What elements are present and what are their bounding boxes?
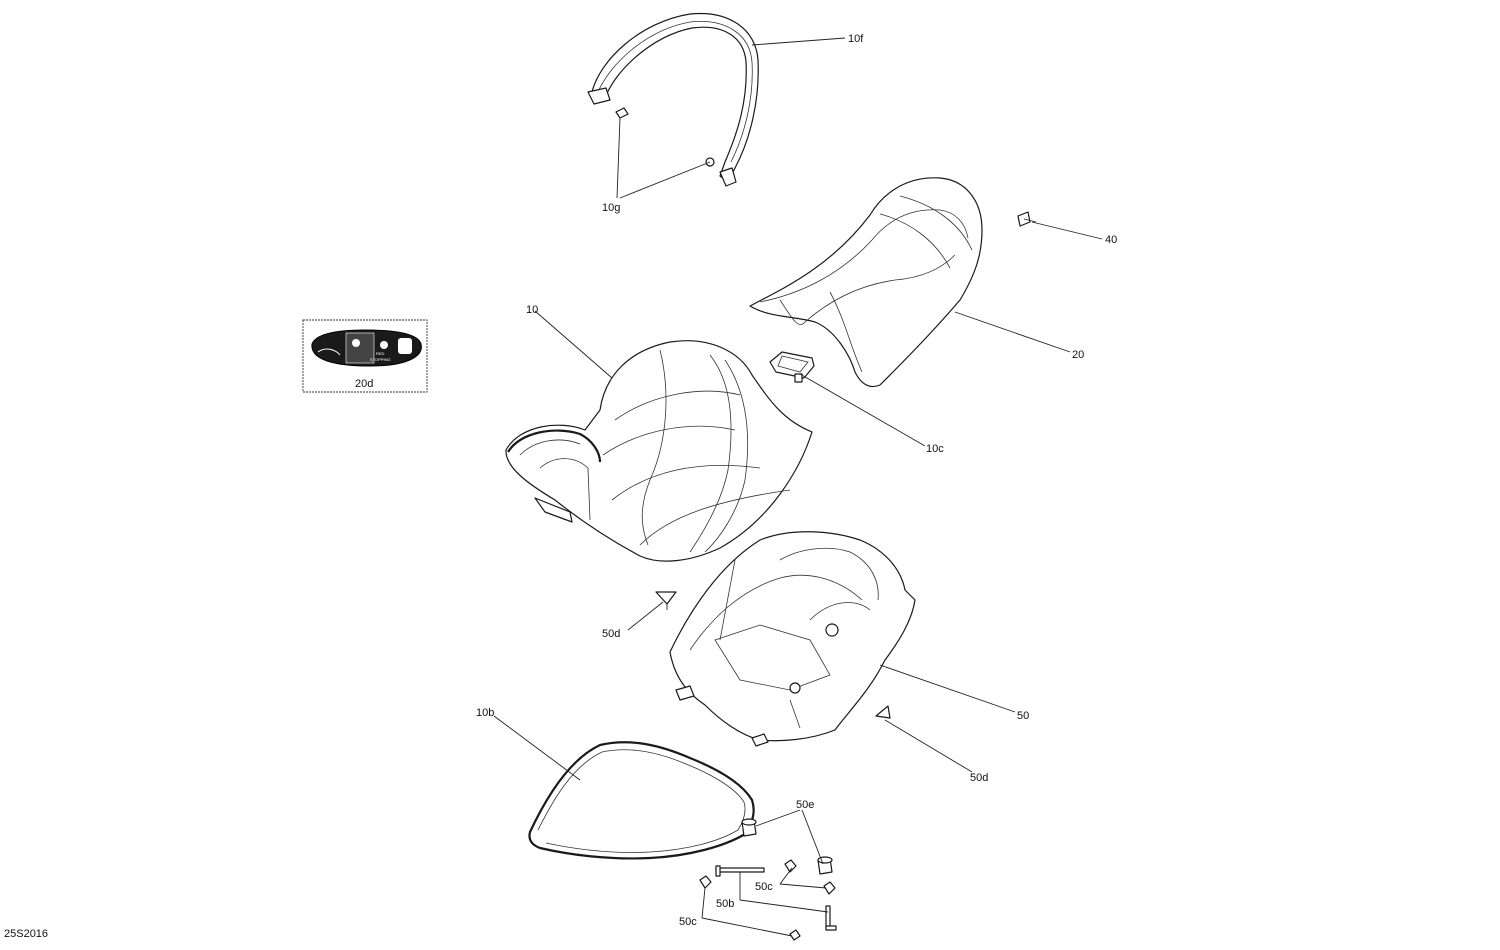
rod-50b-upper: [715, 865, 765, 877]
callout-20d: 20d: [355, 378, 373, 390]
storage-bin-part: [669, 531, 916, 747]
rear-seat-part: [749, 177, 983, 388]
callout-40: 40: [1105, 234, 1117, 246]
nut-50c-left: [699, 875, 712, 889]
nut-50c-upper: [784, 859, 797, 873]
screw-part: [1017, 211, 1037, 227]
seal-gasket-part: [528, 741, 755, 860]
latch-bracket-part: [769, 351, 815, 383]
callout-50: 50: [1017, 710, 1029, 722]
decal-text-red: RED: [376, 351, 385, 356]
callout-10f: 10f: [848, 33, 864, 45]
callout-50d-left: 50d: [602, 628, 620, 640]
nut-50c-lower: [789, 929, 801, 941]
front-seat-part: [505, 340, 813, 562]
rod-50b-lower: [825, 905, 837, 931]
callout-20: 20: [1072, 349, 1084, 361]
leader-lines: [493, 37, 1103, 937]
grommet-50e-left: [741, 818, 757, 837]
grommet-50e-right: [817, 856, 833, 875]
drawing-code: 25S2016: [4, 928, 48, 940]
clip-10g-upper: [615, 107, 629, 119]
grab-strap-part: [587, 12, 759, 187]
callout-10g: 10g: [602, 202, 620, 214]
decal-inset: RED STOPPING: [302, 319, 428, 393]
callout-10c: 10c: [926, 443, 944, 455]
nut-50c-mid: [823, 881, 836, 895]
decal-text-stopping: STOPPING: [370, 357, 391, 362]
wedge-clip-left: [655, 591, 677, 610]
callout-50b: 50b: [716, 898, 734, 910]
wedge-clip-right: [875, 705, 891, 719]
callout-10b: 10b: [476, 707, 494, 719]
callout-50c-upper: 50c: [755, 881, 773, 893]
callout-10: 10: [526, 304, 538, 316]
callout-50d-right: 50d: [970, 772, 988, 784]
callout-50e: 50e: [796, 799, 814, 811]
callout-50c-lower: 50c: [679, 916, 697, 928]
